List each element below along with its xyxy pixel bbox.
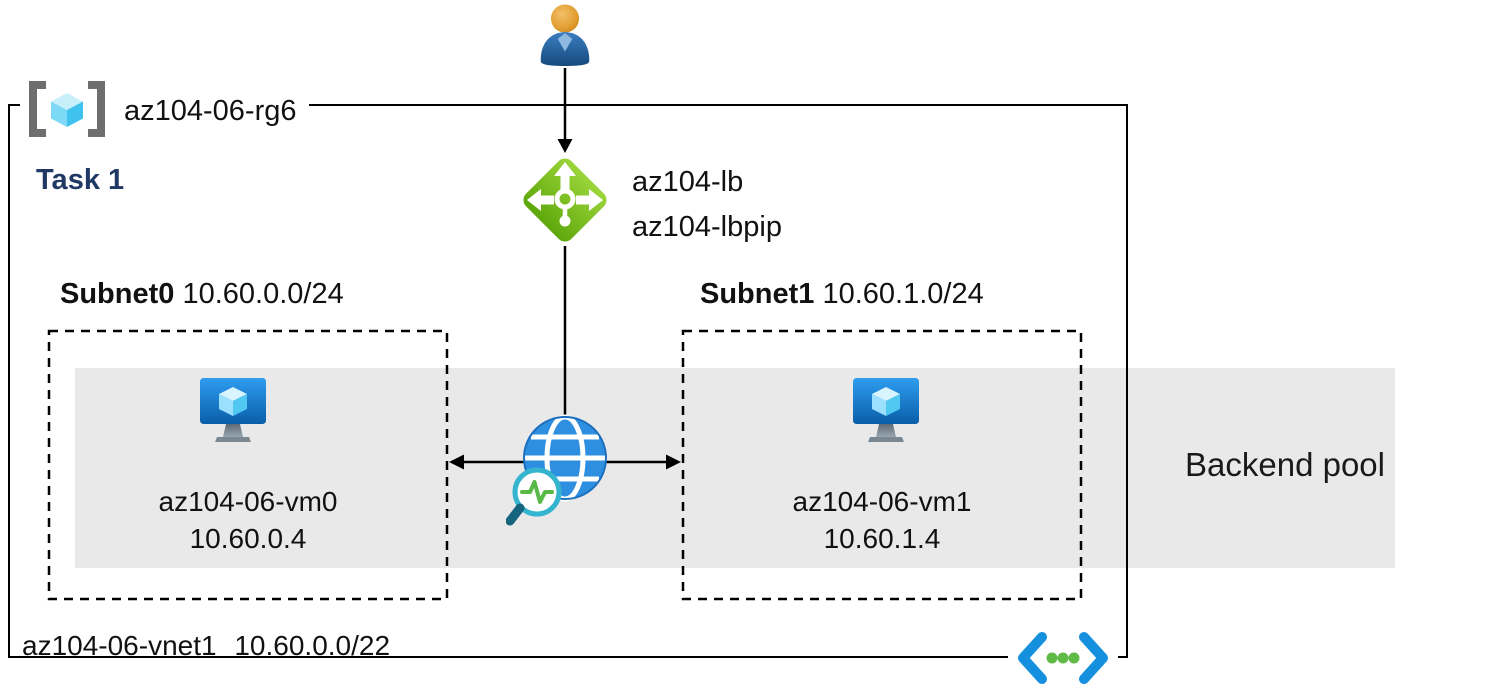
vnet-cidr: 10.60.0.0/22: [234, 630, 391, 661]
vnet-label: az104-06-vnet1 10.60.0.0/22: [22, 630, 390, 662]
task-label: Task 1: [36, 164, 125, 196]
load-balancer-labels: az104-lb az104-lbpip: [632, 160, 782, 250]
subnet0-label: Subnet0 10.60.0.0/24: [60, 278, 344, 311]
resource-group-brackets-icon: [24, 78, 110, 145]
vnet-name: az104-06-vnet1: [22, 630, 217, 661]
load-balancer-pip: az104-lbpip: [632, 211, 782, 243]
vm1-label-block: az104-06-vm1 10.60.1.4: [682, 483, 1082, 557]
subnet0-cidr: 10.60.0.0/24: [182, 278, 344, 310]
vnet-boundary-box: [8, 104, 1128, 658]
vm0-label-block: az104-06-vm0 10.60.0.4: [48, 483, 448, 557]
load-balancer-icon: [517, 152, 613, 253]
resource-group-label: az104-06-rg6: [124, 95, 297, 127]
resource-group-header: az104-06-rg6: [20, 76, 309, 147]
vm1-icon: [850, 376, 922, 451]
backend-pool-label: Backend pool: [1185, 446, 1385, 483]
globe-probe-icon: [505, 412, 624, 539]
vm1-name: az104-06-vm1: [792, 486, 972, 517]
subnet1-name: Subnet1: [700, 278, 815, 310]
vm0-icon: [197, 376, 269, 451]
vm1-ip: 10.60.1.4: [823, 523, 941, 554]
vm0-ip: 10.60.0.4: [189, 523, 307, 554]
load-balancer-name: az104-lb: [632, 166, 744, 198]
vnet-chevrons-icon: [1008, 628, 1118, 693]
subnet0-name: Subnet0: [60, 278, 175, 310]
subnet1-label: Subnet1 10.60.1.0/24: [700, 278, 984, 311]
user-icon: [534, 3, 596, 72]
subnet1-cidr: 10.60.1.0/24: [822, 278, 984, 310]
vm0-name: az104-06-vm0: [158, 486, 338, 517]
